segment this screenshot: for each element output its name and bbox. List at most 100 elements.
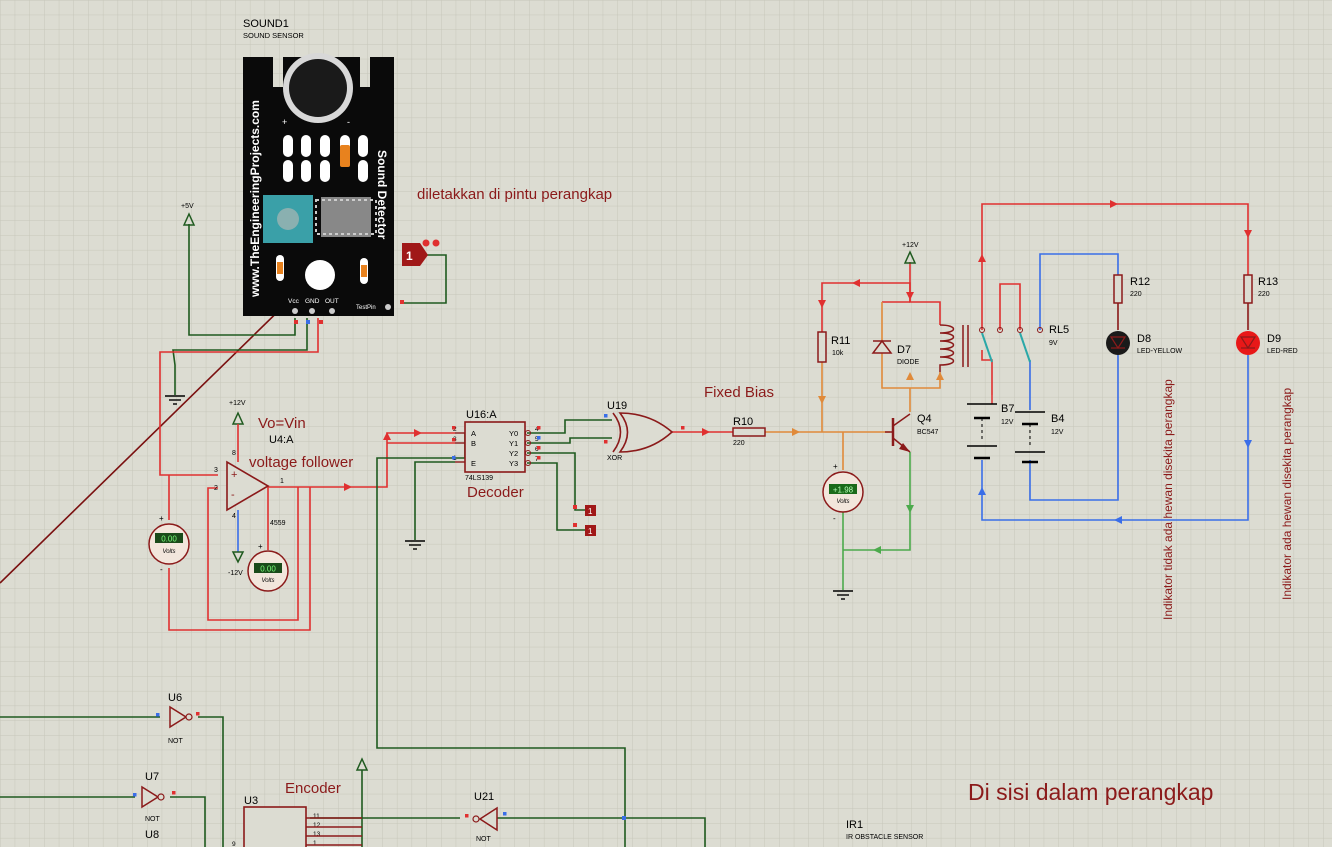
xor-ref: U19 xyxy=(607,400,627,412)
wire-emitter xyxy=(843,452,911,551)
xor-part: XOR xyxy=(607,455,622,462)
sensor-chip xyxy=(321,197,371,237)
led-d8[interactable]: D8 LED-YELLOW xyxy=(1106,331,1183,355)
opamp-ref: U4:A xyxy=(269,434,294,446)
svg-text:Y2: Y2 xyxy=(509,449,518,458)
opamp-part: 4559 xyxy=(270,520,286,527)
svg-text:R10: R10 xyxy=(733,416,753,428)
annotation-indicator-no-animal: Indikator tidak ada hewan disekita peran… xyxy=(1161,379,1175,620)
svg-text:U8: U8 xyxy=(145,829,159,841)
voltmeter-2[interactable]: 0.00 Volts + xyxy=(247,542,289,592)
decoder-u16[interactable]: U16:A A B E Y0 Y1 Y2 Y3 2 3 1 4 5 6 7 74… xyxy=(452,409,541,482)
not-gate-u21[interactable]: U21 NOT xyxy=(465,791,626,843)
annotation-voltage-follower: voltage follower xyxy=(249,454,353,471)
svg-text:LED-RED: LED-RED xyxy=(1267,348,1298,355)
ir-sensor[interactable]: IR1 IR OBSTACLE SENSOR xyxy=(846,819,923,841)
svg-text:U21: U21 xyxy=(474,791,494,803)
wire-u7-out xyxy=(170,796,206,847)
voltmeter-3-value: +1.98 xyxy=(833,486,854,495)
svg-text:NOT: NOT xyxy=(476,836,492,843)
svg-text:11: 11 xyxy=(313,813,320,820)
wire-bus-2 xyxy=(497,817,706,847)
svg-text:1: 1 xyxy=(280,478,284,485)
svg-text:U3: U3 xyxy=(244,795,258,807)
logic-probe-y2[interactable]: 1 xyxy=(573,505,596,516)
svg-text:4: 4 xyxy=(232,513,236,520)
decoder-ref: U16:A xyxy=(466,409,497,421)
wires xyxy=(0,203,1249,847)
battery-b7[interactable]: B7 12V xyxy=(967,395,1014,460)
svg-text:R12: R12 xyxy=(1130,276,1150,288)
wire-testpin xyxy=(402,254,447,304)
svg-text:Volts: Volts xyxy=(162,549,175,555)
logic-probe-y3[interactable]: 1 xyxy=(573,523,596,536)
wire-y2 xyxy=(527,452,585,511)
voltmeter-1-value: 0.00 xyxy=(161,535,177,544)
not-gate-u8[interactable]: U8 xyxy=(145,829,159,841)
svg-text:R13: R13 xyxy=(1258,276,1278,288)
sound-sensor-board xyxy=(243,57,394,316)
resistor-r13[interactable]: R13 220 xyxy=(1243,274,1278,304)
svg-text:E: E xyxy=(471,459,476,468)
svg-text:220: 220 xyxy=(733,440,745,447)
wire-5v xyxy=(188,224,296,336)
svg-text:+5V: +5V xyxy=(181,203,194,210)
svg-text:B4: B4 xyxy=(1051,413,1064,425)
svg-text:-: - xyxy=(160,565,163,574)
relay-rl5[interactable]: RL5 9V xyxy=(939,324,1069,372)
opamp-u4[interactable]: +12V -12V + - 3 2 1 8 4 U4:A 4559 xyxy=(214,400,294,577)
svg-text:220: 220 xyxy=(1130,291,1142,298)
resistor-r11[interactable]: R11 10k xyxy=(817,331,850,363)
diagonal-wire xyxy=(0,289,301,584)
svg-text:BC547: BC547 xyxy=(917,429,939,436)
logic-probe-sensor[interactable]: 1 xyxy=(400,239,440,305)
svg-text:U6: U6 xyxy=(168,692,182,704)
voltmeter-3[interactable]: +1.98 Volts + - xyxy=(822,462,864,523)
wire-12v-relay xyxy=(909,262,941,325)
wire-gnd xyxy=(172,318,308,395)
sound-sensor[interactable]: SOUND1 SOUND SENSOR + - www.TheEngineeri… xyxy=(243,18,394,324)
power-minus12: -12V xyxy=(228,570,243,577)
mic-minus: - xyxy=(347,117,350,127)
pin-out: OUT xyxy=(325,298,339,305)
probe-value: 1 xyxy=(406,249,413,263)
battery-b4[interactable]: B4 12V xyxy=(1015,411,1064,464)
svg-text:12V: 12V xyxy=(1051,429,1064,436)
svg-text:13: 13 xyxy=(313,831,321,838)
svg-text:NOT: NOT xyxy=(145,816,161,823)
voltmeter-1[interactable]: 0.00 Volts + - xyxy=(148,514,190,574)
led-d9[interactable]: D9 LED-RED xyxy=(1236,331,1298,355)
wire-u6-out xyxy=(198,716,224,847)
xor-gate-u19[interactable]: U19 XOR xyxy=(604,400,685,462)
power-plus12-relay: +12V xyxy=(902,242,919,264)
svg-text:D8: D8 xyxy=(1137,333,1151,345)
svg-text:+: + xyxy=(231,469,237,481)
svg-text:+12V: +12V xyxy=(902,242,919,249)
wire-vm1-gnd xyxy=(168,487,311,631)
wire-dec-e xyxy=(414,461,455,540)
pin-gnd: GND xyxy=(305,298,320,305)
not-gate-u6[interactable]: U6 NOT xyxy=(156,692,200,745)
wire-y3 xyxy=(527,462,585,531)
resistor-r10[interactable]: R10 220 xyxy=(732,416,766,447)
svg-text:D9: D9 xyxy=(1267,333,1281,345)
annotation-fixed-bias: Fixed Bias xyxy=(704,384,774,401)
resistor-r12[interactable]: R12 220 xyxy=(1113,274,1150,304)
voltmeter-2-value: 0.00 xyxy=(260,565,276,574)
decoder-part: 74LS139 xyxy=(465,475,493,482)
svg-text:-: - xyxy=(231,489,235,501)
svg-text:Q4: Q4 xyxy=(917,413,932,425)
not-gate-u7[interactable]: U7 NOT xyxy=(133,771,176,823)
wire-out-opamp xyxy=(159,318,319,476)
annotation-decoder: Decoder xyxy=(467,484,524,501)
svg-text:9: 9 xyxy=(232,841,236,847)
diode-d7[interactable]: D7 DIODE xyxy=(871,339,920,366)
annotation-vo-vin: Vo=Vin xyxy=(258,415,306,432)
svg-text:DIODE: DIODE xyxy=(897,359,920,366)
encoder-u3[interactable]: U3 11 12 13 1 9 xyxy=(232,757,369,847)
transistor-q4[interactable]: Q4 BC547 xyxy=(885,413,939,453)
svg-text:B7: B7 xyxy=(1001,403,1014,415)
sensor-website: www.TheEngineeringProjects.com xyxy=(248,100,262,298)
